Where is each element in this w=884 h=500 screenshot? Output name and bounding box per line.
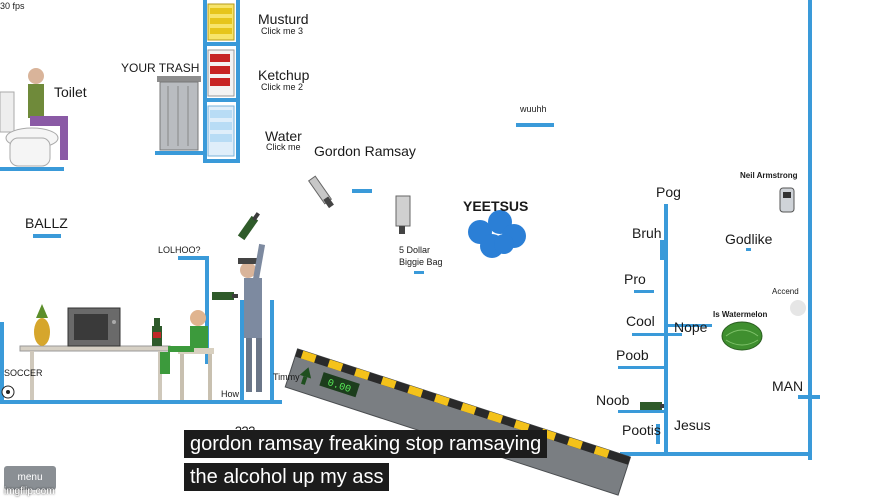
beam-pootis <box>656 424 660 444</box>
tv-icon <box>67 307 121 347</box>
label-yeetsus: YEETSUS <box>463 198 529 214</box>
label-gordon-ramsay: Gordon Ramsay <box>314 143 416 159</box>
yeetsus-blob-icon <box>468 210 526 258</box>
accend-orb-icon <box>790 300 806 316</box>
fps-counter: 30 fps <box>0 1 25 11</box>
label-lolhoo: LOLHOO? <box>158 245 201 255</box>
beam-small-a <box>352 189 372 193</box>
label-man: MAN <box>772 378 804 394</box>
ketchup-bottles-icon <box>207 49 235 97</box>
man-raised-arm-character-icon <box>238 243 266 392</box>
noob-bottle-icon <box>640 402 664 410</box>
soccer-ball-icon <box>1 385 15 399</box>
bottle-on-beam-icon <box>212 292 238 300</box>
beam-cool <box>632 333 682 336</box>
watermelon-icon <box>721 321 763 351</box>
beam-shelf-bottom <box>203 159 240 163</box>
beam-toilet-floor <box>0 167 64 171</box>
label-pog: Pog <box>656 184 681 200</box>
label-nope: Nope <box>674 319 708 335</box>
beam-pillar-left <box>240 300 244 400</box>
label-your-trash: YOUR TRASH <box>121 61 200 75</box>
water-bottles-icon <box>207 105 235 157</box>
platform-arrow-icon <box>299 367 312 379</box>
hint-ketchup[interactable]: Click me 2 <box>261 82 304 92</box>
bottle-thrown-icon <box>237 212 260 241</box>
old-man-character-icon <box>28 68 68 160</box>
hint-water[interactable]: Click me <box>266 142 301 152</box>
beam-right-wall <box>808 0 812 460</box>
label-bruh: Bruh <box>632 225 662 241</box>
platform-display <box>319 372 360 398</box>
label-ballz: BALLZ <box>25 215 68 231</box>
beam-pro <box>634 290 654 293</box>
imgflip-watermark: imgflip.com <box>4 486 55 497</box>
label-poob: Poob <box>616 347 649 363</box>
label-wuuhh: wuuhh <box>520 104 547 114</box>
label-pootis: Pootis <box>622 422 661 438</box>
beam-shelf-right <box>236 0 240 163</box>
beam-lolhoo-side <box>205 256 209 364</box>
beam-pillar-right <box>270 300 274 400</box>
beam-wuuhh <box>516 123 554 127</box>
blue-beams <box>0 0 820 460</box>
label-ketchup: Ketchup <box>258 67 310 83</box>
hint-musturd[interactable]: Click me 3 <box>261 26 304 36</box>
beam-bottom-right <box>620 452 812 456</box>
cleaver-icon <box>395 195 411 234</box>
label-cool: Cool <box>626 313 655 329</box>
boy-on-chair-character-icon <box>160 310 214 400</box>
label-timmy: Timmy <box>273 372 300 382</box>
beam-shelf-mid <box>203 98 240 102</box>
mustard-bottles-icon <box>207 3 235 41</box>
label-five-dollar: 5 Dollar <box>399 245 431 255</box>
beam-biggie <box>414 271 424 274</box>
beam-floor <box>0 400 282 404</box>
label-biggie-bag: Biggie Bag <box>399 257 443 267</box>
beam-room-wall <box>0 322 4 404</box>
label-accend: Accend <box>772 287 799 296</box>
beam-lolhoo-top <box>178 256 208 260</box>
beam-nope-v <box>668 324 712 327</box>
beam-poob <box>618 366 664 369</box>
beam-man <box>798 395 820 399</box>
label-soccer: SOCCER <box>4 368 43 378</box>
label-neil-armstrong: Neil Armstrong <box>740 171 798 180</box>
subtitle-line-1: gordon ramsay freaking stop ramsaying <box>184 430 548 458</box>
pineapple-icon <box>34 304 50 346</box>
label-toilet: Toilet <box>54 84 87 100</box>
label-how: How <box>221 389 240 399</box>
label-pro: Pro <box>624 271 646 287</box>
beam-noob <box>618 410 664 413</box>
beam-ballz <box>33 234 61 238</box>
knife-icon <box>307 175 334 209</box>
beam-pog-vertical <box>664 204 668 454</box>
beam-bruh <box>660 240 664 260</box>
beam-godlike <box>746 248 751 251</box>
menu-button[interactable]: menu <box>4 466 56 490</box>
label-musturd: Musturd <box>258 11 309 27</box>
label-godlike: Godlike <box>725 231 773 247</box>
subtitle-line-2: the alcohol up my ass <box>184 463 390 491</box>
beam-shelf-left <box>203 0 207 163</box>
label-noob: Noob <box>596 392 630 408</box>
beam-shelf-top <box>203 42 240 46</box>
label-water: Water <box>265 128 302 144</box>
neil-armstrong-astronaut-icon <box>779 187 795 213</box>
trash-can-icon <box>157 76 201 151</box>
toilet-icon <box>0 91 59 167</box>
wine-bottle-icon <box>152 318 162 346</box>
label-jesus: Jesus <box>674 417 711 433</box>
label-is-watermelon: Is Watermelon <box>713 310 768 319</box>
beam-trash-ledge <box>155 151 203 155</box>
